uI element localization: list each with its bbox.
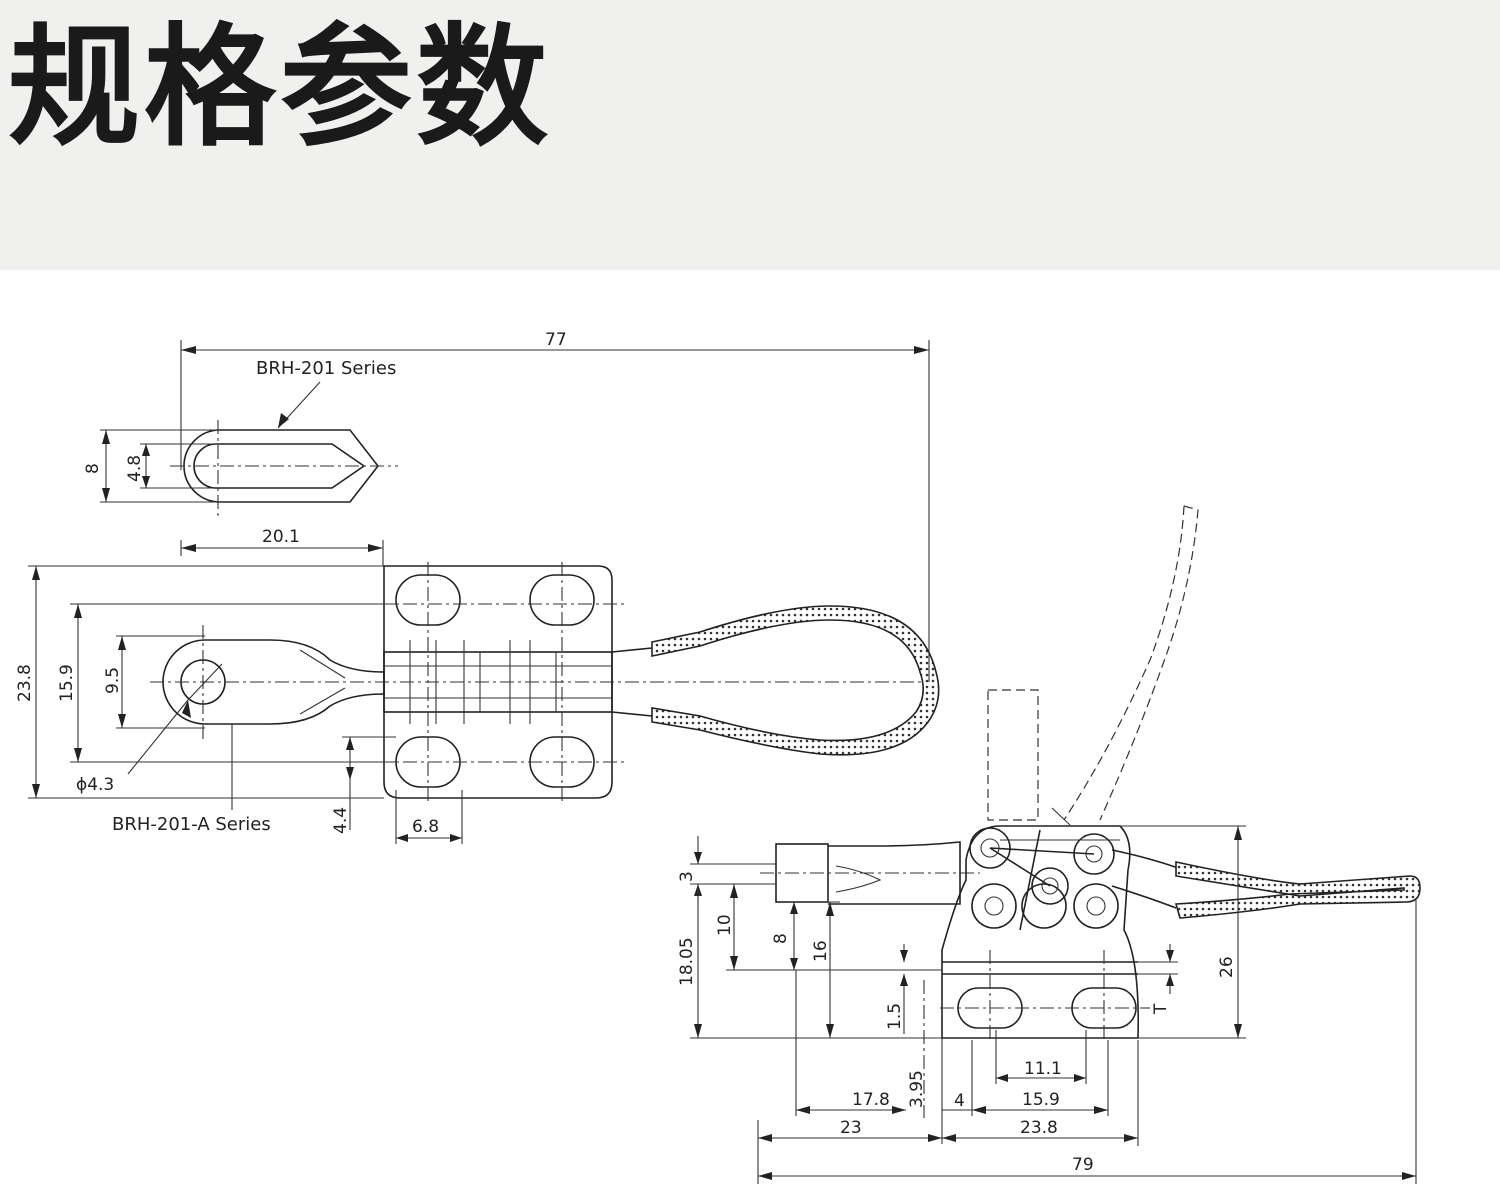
dim-79: 79 (1072, 1155, 1094, 1175)
side-view: 3 18.05 10 8 16 (677, 505, 1421, 1184)
dim-3-95: 3.95 (907, 1070, 927, 1108)
eye-spindle (150, 625, 940, 740)
side-spindle (760, 841, 980, 905)
handle-open-phantom (987, 505, 1199, 826)
side-view-dimensions: 3 18.05 10 8 16 (677, 825, 1417, 1184)
dim-8-side: 8 (771, 933, 791, 944)
dim-3: 3 (677, 871, 697, 882)
dim-10: 10 (715, 914, 735, 936)
dim-20-1: 20.1 (262, 527, 300, 547)
dim-18-05: 18.05 (677, 937, 697, 986)
dim-26: 26 (1217, 956, 1237, 978)
title-banner: 规格参数 (0, 0, 1500, 270)
dim-16: 16 (811, 940, 831, 962)
dim-11-1: 11.1 (1024, 1059, 1062, 1079)
label-brh-201: BRH-201 Series (256, 358, 396, 379)
dim-17-8: 17.8 (852, 1090, 890, 1110)
dim-6-8: 6.8 (412, 817, 439, 837)
dim-4-8: 4.8 (125, 455, 145, 482)
dim-77: 77 (545, 330, 567, 350)
dim-23-8: 23.8 (15, 664, 35, 702)
handle-loop (611, 605, 940, 756)
page-title: 规格参数 (8, 11, 552, 165)
top-view: 77 BRH-201 Series 8 4.8 2 (15, 330, 940, 844)
dim-15-9-side: 15.9 (1022, 1090, 1060, 1110)
side-handle (1111, 849, 1421, 919)
dim-23: 23 (840, 1118, 862, 1138)
dim-8: 8 (83, 463, 103, 474)
side-body (940, 825, 1150, 1040)
label-brh-201-a: BRH-201-A Series (112, 814, 271, 835)
dim-9-5: 9.5 (103, 667, 123, 694)
slot-detail (170, 420, 398, 520)
dim-t: T (1151, 1003, 1171, 1015)
dim-phi-4-3: ϕ4.3 (76, 775, 114, 795)
dim-15-9: 15.9 (57, 664, 77, 702)
dim-4-side: 4 (954, 1091, 965, 1111)
dim-4-4: 4.4 (331, 807, 351, 834)
dim-1-5: 1.5 (885, 1003, 905, 1030)
dim-23-8-side: 23.8 (1020, 1118, 1058, 1138)
top-view-dimensions: 77 BRH-201 Series 8 4.8 2 (15, 330, 930, 844)
